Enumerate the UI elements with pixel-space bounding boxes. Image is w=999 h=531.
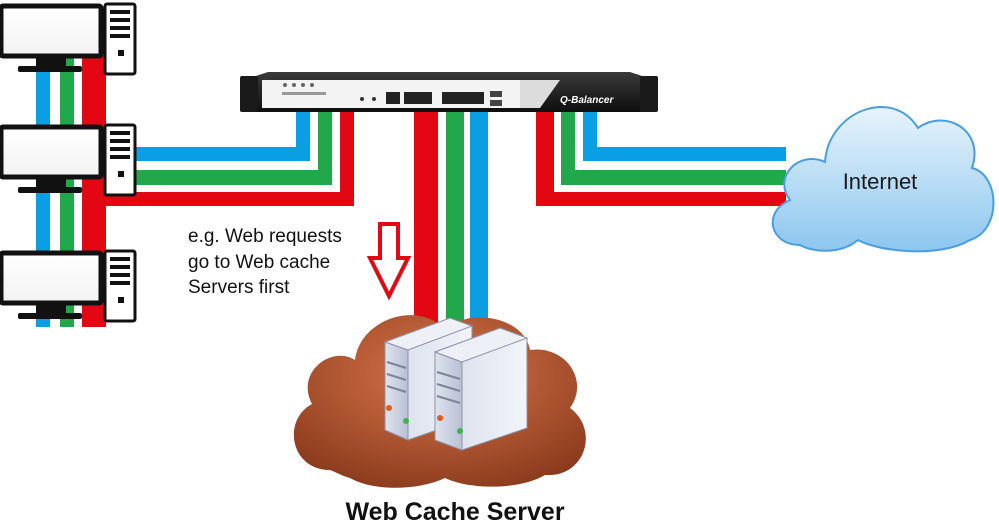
computer-1 — [0, 2, 137, 76]
down-arrow-icon — [366, 222, 412, 301]
monitor — [0, 250, 104, 306]
web-cache-label: Web Cache Server — [345, 498, 564, 526]
cables-cache — [414, 108, 488, 328]
annotation-line: e.g. Web requests — [188, 226, 342, 247]
annotation-line: Servers first — [188, 277, 290, 298]
tower — [103, 249, 137, 323]
tower — [103, 2, 137, 76]
tower — [103, 123, 137, 197]
computer-2 — [0, 123, 137, 197]
annotation-line: go to Web cache — [188, 252, 330, 273]
internet-label: Internet — [843, 169, 918, 194]
device-brand-label: Q-Balancer — [560, 95, 614, 106]
server-icon — [433, 327, 529, 451]
monitor — [0, 124, 104, 180]
monitor — [0, 3, 104, 59]
q-balancer-device: Q-Balancer — [240, 72, 658, 112]
computer-3 — [0, 249, 137, 323]
ethernet-ports — [386, 91, 502, 106]
annotation-text: e.g. Web requests go to Web cache Server… — [188, 226, 342, 298]
internet-cloud-icon: Internet — [771, 106, 995, 253]
cables-internet — [536, 108, 786, 206]
